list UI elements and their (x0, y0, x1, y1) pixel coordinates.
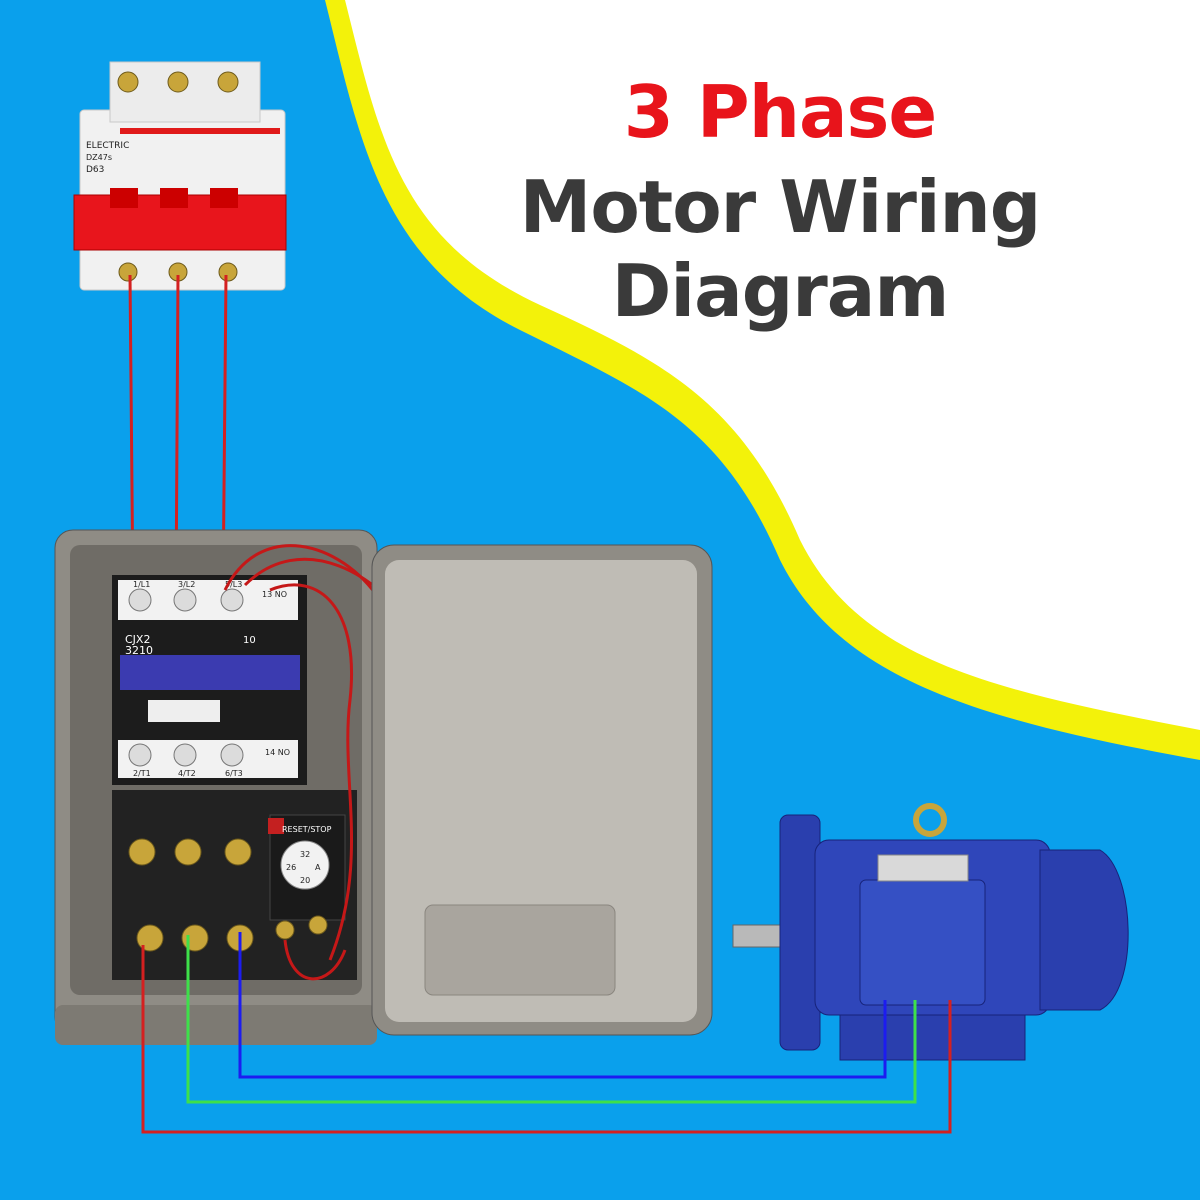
terminal-l2: 3/L2 (178, 580, 195, 589)
dial-value-a: A (315, 863, 321, 872)
terminal-l3: 5/L3 (225, 580, 242, 589)
terminal-t2: 4/T2 (178, 769, 196, 778)
enclosure-lid (371, 544, 713, 1036)
wire-blue (238, 932, 887, 1079)
title-line-2: Motor Wiring Diagram (519, 165, 1042, 333)
wire-red (141, 945, 952, 1134)
white-wave (345, 0, 1200, 730)
terminal-t3: 6/T3 (225, 769, 243, 778)
contactor-number: 3210 (125, 644, 153, 657)
contactor-aux-contact: 10 (243, 635, 256, 646)
motor-wires (141, 932, 952, 1134)
dial-value-26: 26 (286, 863, 296, 872)
dial-value-20: 20 (300, 876, 310, 885)
reset-stop-label: RESET/STOP (282, 825, 332, 834)
breaker-brand: ELECTRIC (86, 141, 129, 151)
wire-green (186, 935, 917, 1104)
aux-no-bottom: 14 NO (265, 748, 290, 757)
terminal-t1: 2/T1 (133, 769, 151, 778)
contactor-icon: 1/L1 3/L2 5/L3 13 NO CJX2 3210 10 2/T1 4… (112, 575, 307, 785)
circuit-breaker-icon: ELECTRIC DZ47s D63 (73, 61, 287, 291)
terminal-l1: 1/L1 (133, 580, 150, 589)
dial-value-32: 32 (300, 850, 310, 859)
breaker-model: DZ47s (86, 153, 112, 162)
contactor-model: CJX2 (125, 633, 150, 646)
overload-relay-icon: RESET/STOP 32 26 20 A (112, 790, 357, 980)
title-line-1: 3 Phase (623, 70, 937, 154)
breaker-rating: D63 (86, 165, 104, 175)
aux-no-top: 13 NO (262, 590, 287, 599)
motor-icon (732, 803, 1129, 1061)
